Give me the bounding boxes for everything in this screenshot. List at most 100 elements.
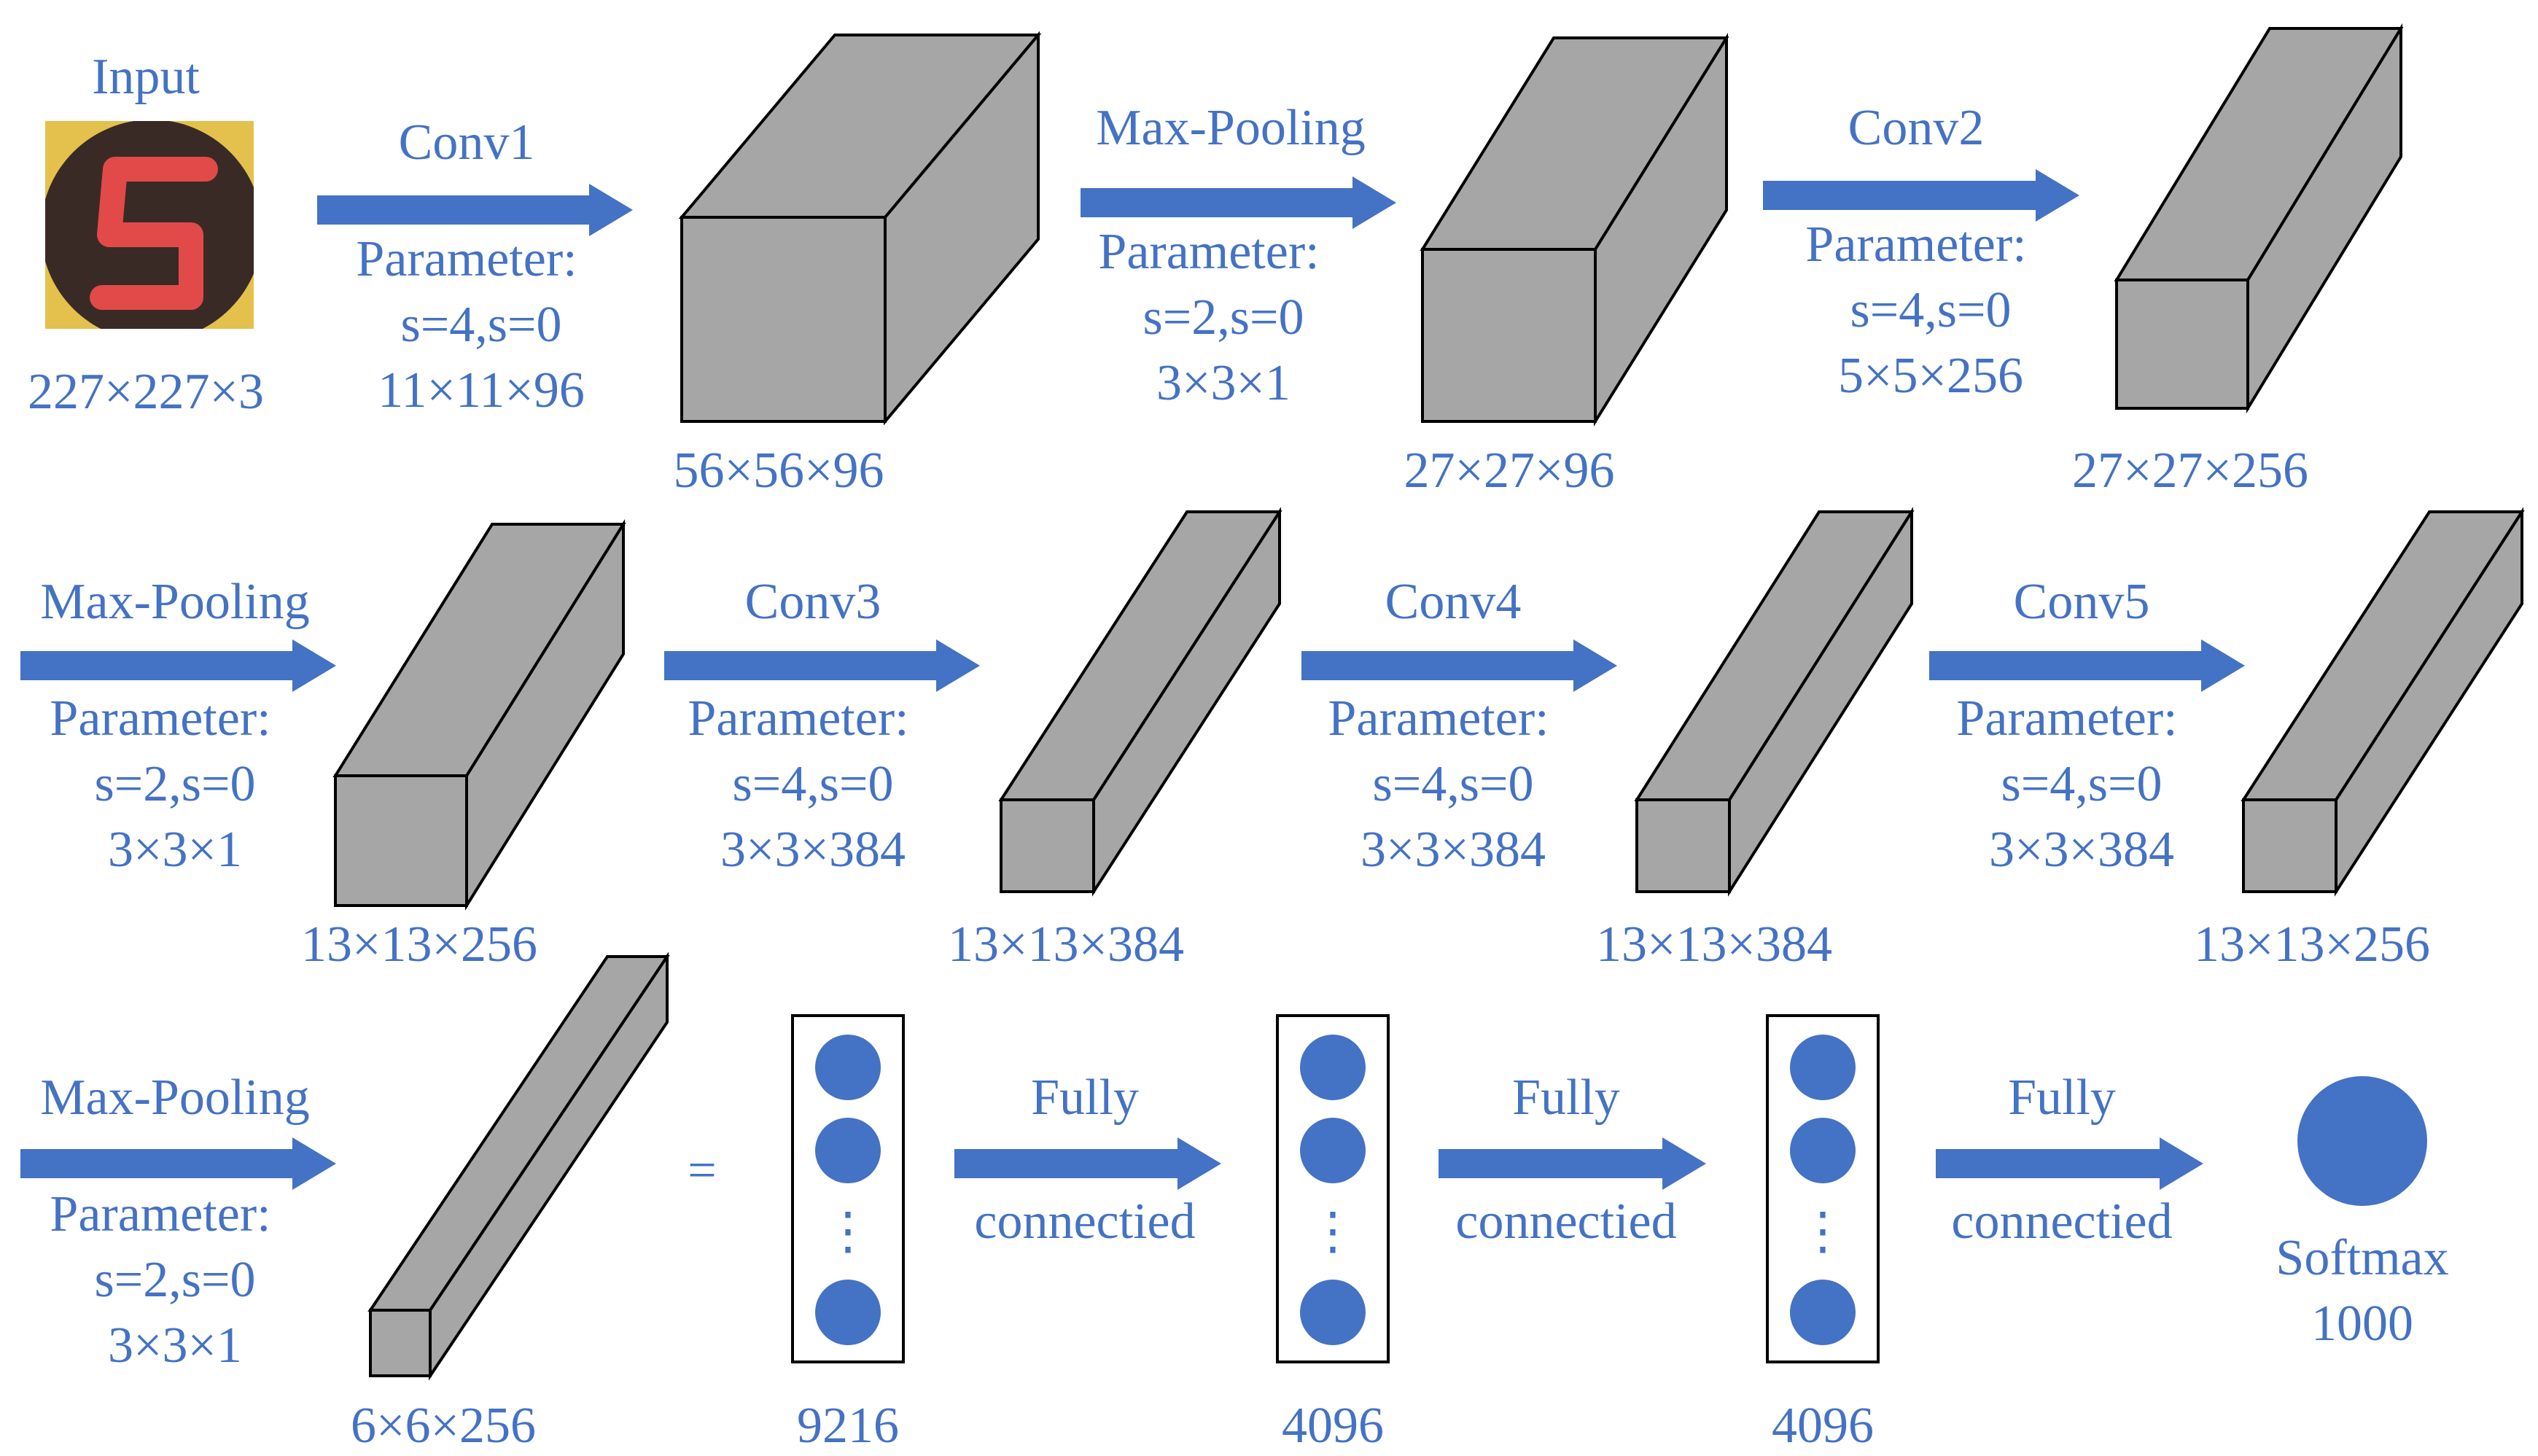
- feature-map-box-7: [2241, 507, 2525, 897]
- softmax-label: Softmax: [2276, 1230, 2448, 1286]
- conv4-kernel-label: 3×3×384: [1361, 822, 1546, 878]
- link2-connected-label: connectied: [1455, 1194, 1676, 1250]
- pool2-kernel-label: 3×3×1: [108, 822, 242, 878]
- feature-map-front-face: [334, 774, 468, 907]
- conv1-arrow: [317, 184, 633, 236]
- fm6-size-label: 13×13×384: [1596, 916, 1832, 973]
- fully-connected-2-arrow: [1439, 1137, 1706, 1190]
- conv1-op-label: Conv1: [399, 114, 535, 171]
- pool3-parameter-label: Parameter:: [50, 1186, 270, 1242]
- max-pooling-1-arrow: [1081, 176, 1396, 229]
- conv5-parameter-label: Parameter:: [1956, 690, 2177, 747]
- neuron: [815, 1280, 881, 1345]
- conv5-kernel-label: 3×3×384: [1989, 822, 2174, 878]
- feature-map-box-2: [1420, 32, 1729, 427]
- conv2-parameter-label: Parameter:: [1805, 217, 2026, 273]
- fc2-ellipsis: ⋮: [1797, 1204, 1848, 1260]
- feature-map-front-face: [1635, 798, 1731, 893]
- pool2-parameter-label: Parameter:: [50, 690, 270, 747]
- conv5-stride-label: s=4,s=0: [2001, 756, 2163, 812]
- pool2-stride-label: s=2,s=0: [95, 756, 256, 812]
- feature-map-box-5: [998, 507, 1282, 897]
- fm8-size-label: 6×6×256: [351, 1398, 536, 1454]
- pool1-stride-label: s=2,s=0: [1143, 289, 1304, 346]
- fc1-size-label: 4096: [1282, 1398, 1384, 1454]
- input-digit-five: [90, 157, 218, 310]
- softmax-output-neuron: [2297, 1076, 2427, 1206]
- feature-map-front-face: [1421, 248, 1597, 423]
- dense-layer-3: [1766, 1014, 1880, 1363]
- conv2-kernel-label: 5×5×256: [1838, 348, 2023, 404]
- fm1-size-label: 56×56×96: [674, 443, 884, 499]
- conv1-stride-label: s=4,s=0: [401, 297, 562, 353]
- feature-map-front-face: [2115, 279, 2249, 410]
- conv3-parameter-label: Parameter:: [688, 690, 908, 747]
- feature-map-box-6: [1634, 507, 1915, 897]
- feature-map-top-face: [367, 955, 670, 1312]
- conv1-parameter-label: Parameter:: [356, 231, 577, 287]
- feature-map-box-3: [2114, 23, 2404, 414]
- feature-map-box-1: [678, 31, 1042, 426]
- conv4-op-label: Conv4: [1385, 574, 1522, 630]
- input-size-label: 227×227×3: [28, 364, 264, 420]
- feature-map-front-face: [369, 1309, 432, 1377]
- dense-layer-1: [791, 1014, 905, 1363]
- fully-connected-1-arrow: [954, 1137, 1221, 1190]
- conv1-kernel-label: 11×11×96: [378, 362, 585, 418]
- pool1-parameter-label: Parameter:: [1098, 224, 1319, 280]
- feature-map-box-4: [332, 519, 626, 911]
- feature-map-front-face: [1000, 798, 1095, 893]
- max-pooling-2-arrow: [20, 639, 336, 692]
- neuron: [1790, 1280, 1856, 1345]
- fm7-size-label: 13×13×256: [2194, 916, 2430, 973]
- feature-map-front-face: [680, 216, 887, 423]
- softmax-size-label: 1000: [2311, 1296, 2413, 1352]
- conv3-op-label: Conv3: [745, 574, 881, 630]
- fully-connected-3-arrow: [1936, 1137, 2203, 1190]
- conv4-arrow: [1301, 639, 1617, 692]
- fm2-size-label: 27×27×96: [1404, 443, 1615, 499]
- conv4-stride-label: s=4,s=0: [1373, 756, 1534, 812]
- pool3-op-label: Max-Pooling: [40, 1070, 309, 1126]
- conv5-arrow: [1929, 639, 2245, 692]
- neuron: [1300, 1035, 1366, 1100]
- neuron: [815, 1118, 881, 1183]
- conv4-parameter-label: Parameter:: [1328, 690, 1549, 747]
- feature-map-front-face: [2242, 798, 2337, 893]
- link2-fully-label: Fully: [1512, 1070, 1620, 1126]
- fm4-size-label: 13×13×256: [301, 916, 537, 973]
- fc0-ellipsis: ⋮: [822, 1204, 873, 1260]
- conv5-op-label: Conv5: [2014, 574, 2150, 630]
- max-pooling-3-arrow: [20, 1137, 336, 1190]
- dense-layer-2: [1276, 1014, 1390, 1363]
- fc0-size-label: 9216: [797, 1398, 899, 1454]
- neuron: [1300, 1118, 1366, 1183]
- conv2-op-label: Conv2: [1848, 100, 1985, 156]
- input-image: [45, 121, 254, 329]
- neuron: [1790, 1118, 1856, 1183]
- conv2-arrow: [1763, 169, 2079, 222]
- link3-fully-label: Fully: [2008, 1070, 2116, 1126]
- neuron: [1300, 1280, 1366, 1345]
- input-title: Input: [92, 49, 200, 105]
- pool1-op-label: Max-Pooling: [1096, 100, 1365, 156]
- link3-connected-label: connectied: [1951, 1194, 2172, 1250]
- neuron: [815, 1035, 881, 1100]
- feature-map-box-8: [367, 951, 670, 1381]
- pool2-op-label: Max-Pooling: [40, 574, 309, 630]
- neuron: [1790, 1035, 1856, 1100]
- fm3-size-label: 27×27×256: [2072, 443, 2308, 499]
- fm5-size-label: 13×13×384: [948, 916, 1184, 973]
- pool3-kernel-label: 3×3×1: [108, 1317, 242, 1374]
- equals-sign: =: [688, 1142, 716, 1199]
- conv2-stride-label: s=4,s=0: [1850, 282, 2012, 338]
- link1-connected-label: connectied: [974, 1194, 1195, 1250]
- conv3-kernel-label: 3×3×384: [720, 822, 906, 878]
- fc2-size-label: 4096: [1772, 1398, 1874, 1454]
- link1-fully-label: Fully: [1031, 1070, 1139, 1126]
- pool1-kernel-label: 3×3×1: [1156, 355, 1291, 411]
- conv3-stride-label: s=4,s=0: [733, 756, 894, 812]
- fc1-ellipsis: ⋮: [1307, 1204, 1358, 1260]
- pool3-stride-label: s=2,s=0: [95, 1252, 256, 1308]
